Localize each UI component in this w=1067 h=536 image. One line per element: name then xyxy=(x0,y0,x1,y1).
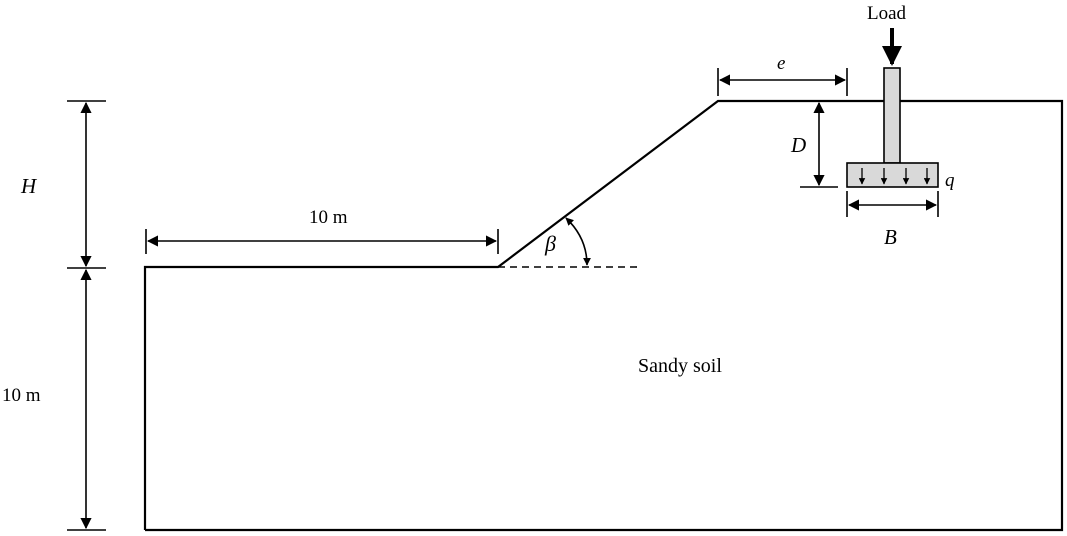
depth-label: 10 m xyxy=(2,385,41,406)
e-label: e xyxy=(777,53,785,74)
beta-arc xyxy=(565,217,591,266)
d-label: D xyxy=(790,133,806,157)
horizontal-distance-label: 10 m xyxy=(309,207,348,228)
h-label: H xyxy=(20,174,38,198)
load-label: Load xyxy=(867,3,907,24)
beta-label: β xyxy=(544,231,556,256)
q-label: q xyxy=(945,170,955,191)
column xyxy=(883,67,901,164)
distributed-load-arrows xyxy=(858,168,931,185)
soil-outline xyxy=(143,99,1064,532)
soil-label: Sandy soil xyxy=(638,355,722,377)
b-label: B xyxy=(884,225,897,249)
footing xyxy=(846,162,939,188)
